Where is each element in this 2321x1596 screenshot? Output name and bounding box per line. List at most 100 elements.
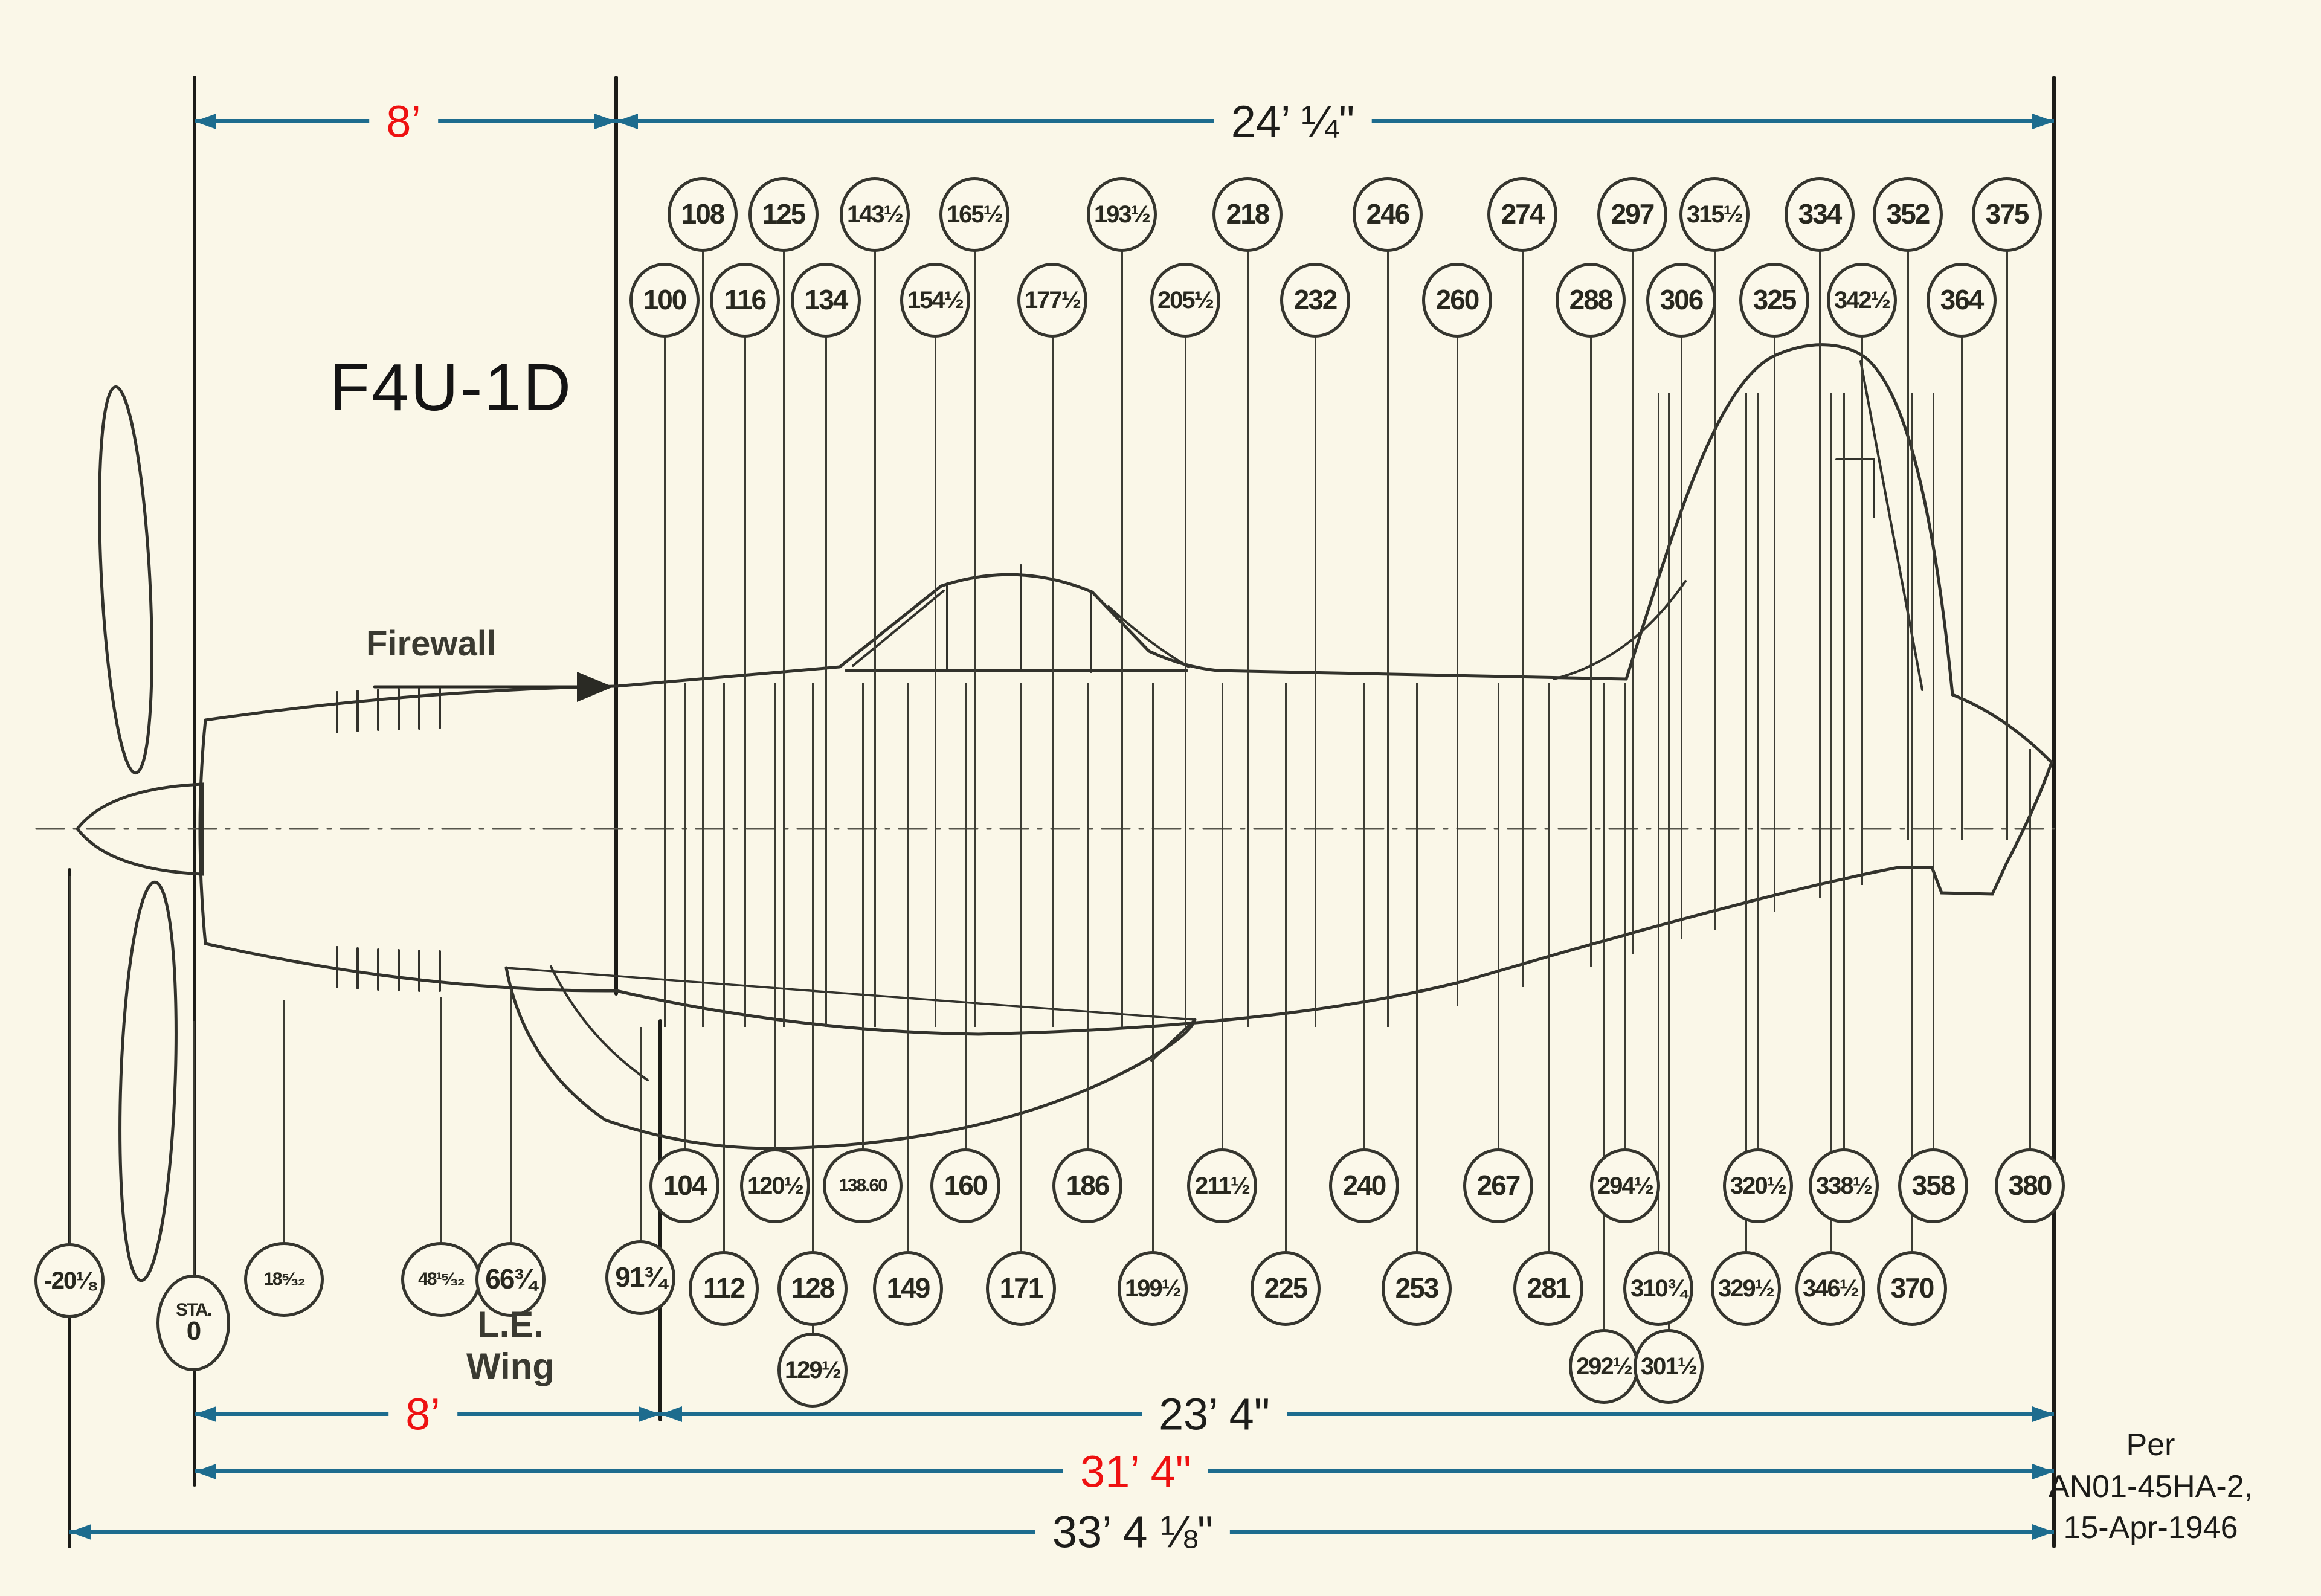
wing-trailing-edge-break [1150, 1018, 1196, 1062]
dimension-arrowhead-right [2032, 1524, 2054, 1540]
station-leader-line [774, 683, 776, 1152]
station-value: 225 [1264, 1272, 1309, 1304]
station-circle: 199½ [1118, 1251, 1188, 1326]
station-circle: 120½ [740, 1148, 810, 1223]
station-value: 193½ [1093, 201, 1151, 228]
station-value: 129½ [784, 1357, 842, 1383]
station-leader-line [811, 1324, 814, 1337]
station-value: 380 [2008, 1170, 2053, 1202]
station-circle: 315½ [1679, 177, 1750, 252]
station-value: 329½ [1717, 1275, 1775, 1302]
le-wing-line2: Wing [466, 1346, 555, 1386]
station-leader-line [663, 335, 666, 1027]
station-value: 338½ [1815, 1173, 1873, 1199]
station-value: 306 [1659, 284, 1704, 316]
station-leader-line [1818, 249, 1821, 898]
station-circle: 186 [1052, 1148, 1122, 1223]
station-circle: 364 [1927, 263, 1997, 338]
dim-top-8ft-label: 8’ [369, 95, 438, 147]
station-leader-line [811, 683, 814, 1255]
station-circle: 260 [1422, 263, 1492, 338]
station-leader-line [1960, 335, 1963, 840]
station-circle: 232 [1280, 263, 1350, 338]
station-value: 138.60 [839, 1175, 888, 1195]
station-leader-line [1415, 683, 1418, 1255]
station-leader-line [782, 249, 785, 1027]
station-circle: 66¾ [475, 1242, 546, 1317]
firewall-arrow [373, 672, 613, 702]
station-value: 232 [1293, 284, 1338, 316]
station-value: 342½ [1833, 287, 1891, 314]
station-value: 352 [1886, 198, 1931, 230]
station-value: 66¾ [485, 1263, 537, 1295]
cowl-bottom [204, 942, 618, 993]
station-value: 134 [804, 284, 849, 316]
rudder-hinge-line [1859, 360, 1923, 691]
firewall-label: Firewall [366, 624, 497, 663]
station-circle: 301½ [1634, 1329, 1704, 1404]
station-leader-line [1386, 249, 1389, 1027]
station-value: 128 [791, 1272, 835, 1304]
dim-bottom-23ft4-label: 23’ 4" [1142, 1388, 1287, 1440]
dimension-arrowhead-left [616, 113, 638, 129]
station-value: 260 [1435, 284, 1480, 316]
station-circle: 128 [777, 1251, 848, 1326]
station-leader-line [1051, 335, 1054, 1027]
station-leader-line [1221, 683, 1223, 1152]
station-circle: 294½ [1590, 1148, 1660, 1223]
station-value: 154½ [907, 287, 964, 314]
station-value: 116 [724, 284, 767, 316]
spinner [75, 782, 204, 876]
station-value: 253 [1395, 1272, 1440, 1304]
station-circle: 352 [1873, 177, 1943, 252]
station-circle: 149 [873, 1251, 943, 1326]
station-value: 320½ [1730, 1173, 1787, 1199]
station-circle: 342½ [1827, 263, 1897, 338]
station-value: 294½ [1597, 1173, 1654, 1199]
station-leader-line [1020, 683, 1022, 1255]
station-circle: 177½ [1017, 263, 1087, 338]
station-circle: 310¾ [1623, 1251, 1693, 1326]
station-value: 370 [1890, 1272, 1935, 1304]
station-value: 325 [1753, 284, 1797, 316]
station-value: 281 [1527, 1272, 1571, 1304]
station-circle: 154½ [900, 263, 970, 338]
station-value: 375 [1985, 198, 2030, 230]
wing-far-leading-edge [550, 965, 649, 1081]
station-leader-line [2029, 749, 2031, 1152]
station-leader-line [744, 335, 746, 1027]
station-circle: 104 [649, 1148, 719, 1223]
station-value: 177½ [1024, 287, 1081, 314]
fuselage-top-outline [614, 573, 1628, 688]
station-leader-line [1246, 249, 1249, 1027]
station-value: 186 [1066, 1170, 1110, 1202]
station-circle: 18⁵⁄₃₂ [244, 1242, 324, 1317]
station-value: 310¾ [1630, 1275, 1687, 1302]
station-leader-line [1773, 335, 1775, 912]
station-value: 267 [1476, 1170, 1521, 1202]
station-circle: 129½ [777, 1333, 848, 1408]
station-leader-line [701, 249, 704, 1027]
station-value: 143½ [846, 201, 904, 228]
station-value: 104 [663, 1170, 707, 1202]
station-circle: 134 [791, 263, 861, 338]
vertical-fin-outline [1624, 343, 1954, 697]
dimension-arrowhead-left [660, 1406, 682, 1422]
station-circle-sta0: STA.0 [156, 1275, 230, 1371]
station-value: 211½ [1195, 1173, 1251, 1199]
station-leader-line [1603, 683, 1605, 1333]
source-reference-note: Per AN01-45HA-2, 15-Apr-1946 [1975, 1424, 2321, 1549]
station-leader-line [1521, 249, 1524, 987]
station-leader-line [825, 335, 827, 1027]
station-circle: 205½ [1150, 263, 1220, 338]
dim-bottom-31ft4-label: 31’ 4" [1063, 1446, 1208, 1498]
station-value: -20⅛ [44, 1267, 95, 1294]
firewall-arrowhead [577, 672, 613, 702]
propeller-blade-lower [118, 880, 178, 1282]
station-leader-line [1757, 393, 1759, 1152]
station-leader-line [861, 683, 864, 1152]
station-value: 112 [703, 1272, 745, 1304]
station-circle: 48¹⁵⁄₃₂ [401, 1242, 481, 1317]
dimension-arrowhead-right [2032, 113, 2054, 129]
